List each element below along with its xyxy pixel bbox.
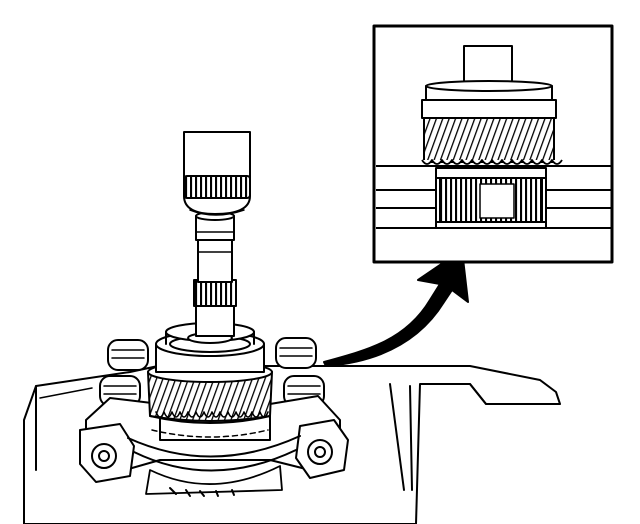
- installer-shaft: [183, 131, 251, 337]
- gear-detail-inset: [372, 24, 614, 264]
- curved-arrow-icon: [323, 249, 469, 367]
- press-tool-and-gear-assembly: [23, 131, 561, 524]
- gear-cluster: [147, 322, 273, 424]
